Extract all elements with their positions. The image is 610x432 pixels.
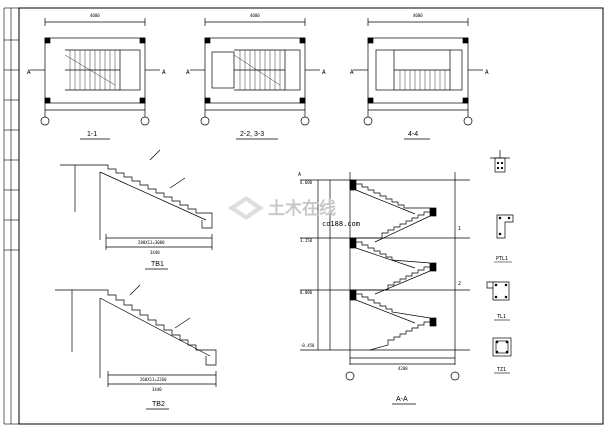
axis-bubble: [300, 116, 310, 126]
plan-2-2: [190, 18, 320, 117]
axis-bubble: [140, 116, 150, 126]
view-label-1-1: 1-1: [87, 131, 97, 138]
view-label-2-2: 2-2, 3-3: [240, 131, 264, 138]
axis-label-section-a: A: [298, 172, 301, 178]
label-tz1: TZ1: [497, 367, 506, 373]
axis-bubble: [450, 371, 460, 381]
dim-plan3-width: 4000: [413, 13, 423, 18]
view-label-tb1: TB1: [151, 261, 164, 268]
detail-tz1: [492, 337, 512, 357]
level-3150: 3.150: [300, 238, 313, 243]
watermark-url: co188.com: [322, 220, 360, 228]
view-label-tb2: TB2: [152, 401, 165, 408]
dim-plan2-width: 4000: [250, 13, 260, 18]
dim-tb1-run: 280X11=3080: [138, 240, 165, 245]
stair-tb1: [60, 149, 213, 250]
dim-section-total: 4200: [398, 366, 408, 371]
plan-1-1: [30, 18, 160, 117]
axis-label-plan2: A: [186, 69, 190, 76]
axis-bubble: [40, 116, 50, 126]
axis-bubble: [200, 116, 210, 126]
detail-ptl1: [496, 214, 514, 239]
watermark-name: 土木在线: [268, 198, 336, 219]
level-minus-0450: -0.450: [300, 343, 315, 348]
axis-bubble: [345, 371, 355, 381]
axis-bubble: [363, 116, 373, 126]
stair-tb2: [55, 284, 217, 387]
title-strip: [3, 7, 20, 425]
section-a-a: [300, 172, 470, 365]
dim-tb1-total: 3440: [150, 250, 160, 255]
axis-label-section-2: 2: [458, 281, 461, 287]
dim-tb2-run: 260X11=2260: [140, 377, 167, 382]
level-0000: 0.000: [300, 290, 313, 295]
label-tl1: TL1: [497, 314, 506, 320]
axis-label-plan1: A: [27, 69, 31, 76]
detail-tl1: [486, 281, 510, 301]
axis-label-plan2-right: A: [322, 69, 326, 76]
view-label-4-4: 4-4: [408, 131, 418, 138]
plan-4-4: [353, 18, 483, 117]
axis-label-plan3-right: A: [485, 69, 489, 76]
label-ptl1: PTL1: [496, 256, 508, 262]
view-label-a-a: A-A: [396, 396, 408, 403]
axis-label-plan3: A: [350, 69, 354, 76]
axis-label-section-1: 1: [458, 226, 461, 232]
axis-bubble: [463, 116, 473, 126]
level-6600: 6.600: [300, 180, 313, 185]
dim-tb2-total: 3440: [152, 387, 162, 392]
detail-column-section: [490, 150, 510, 173]
axis-label-plan1-right: A: [162, 69, 166, 76]
watermark-logo: [228, 196, 264, 220]
dim-plan1-width: 4000: [90, 13, 100, 18]
